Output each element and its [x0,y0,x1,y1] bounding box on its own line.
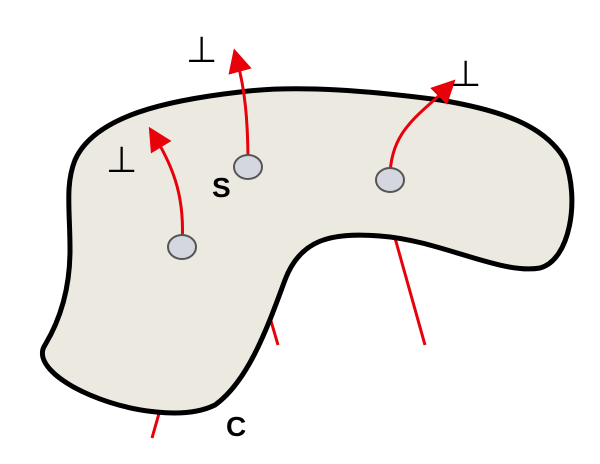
label-surface: S [212,172,231,203]
perp-symbol-left: ⊥ [106,140,137,181]
crossing-line-right [393,237,427,346]
point-middle [233,154,263,180]
point-right [375,167,405,193]
surface-region [39,86,575,416]
point-left [167,234,197,260]
normal-arrow-left [148,126,184,246]
normal-arrow-right [388,79,456,179]
perp-symbol-right: ⊥ [450,54,481,95]
perp-symbol-middle: ⊥ [186,30,217,71]
label-curve: C [226,411,246,442]
normal-arrow-middle [228,48,252,166]
